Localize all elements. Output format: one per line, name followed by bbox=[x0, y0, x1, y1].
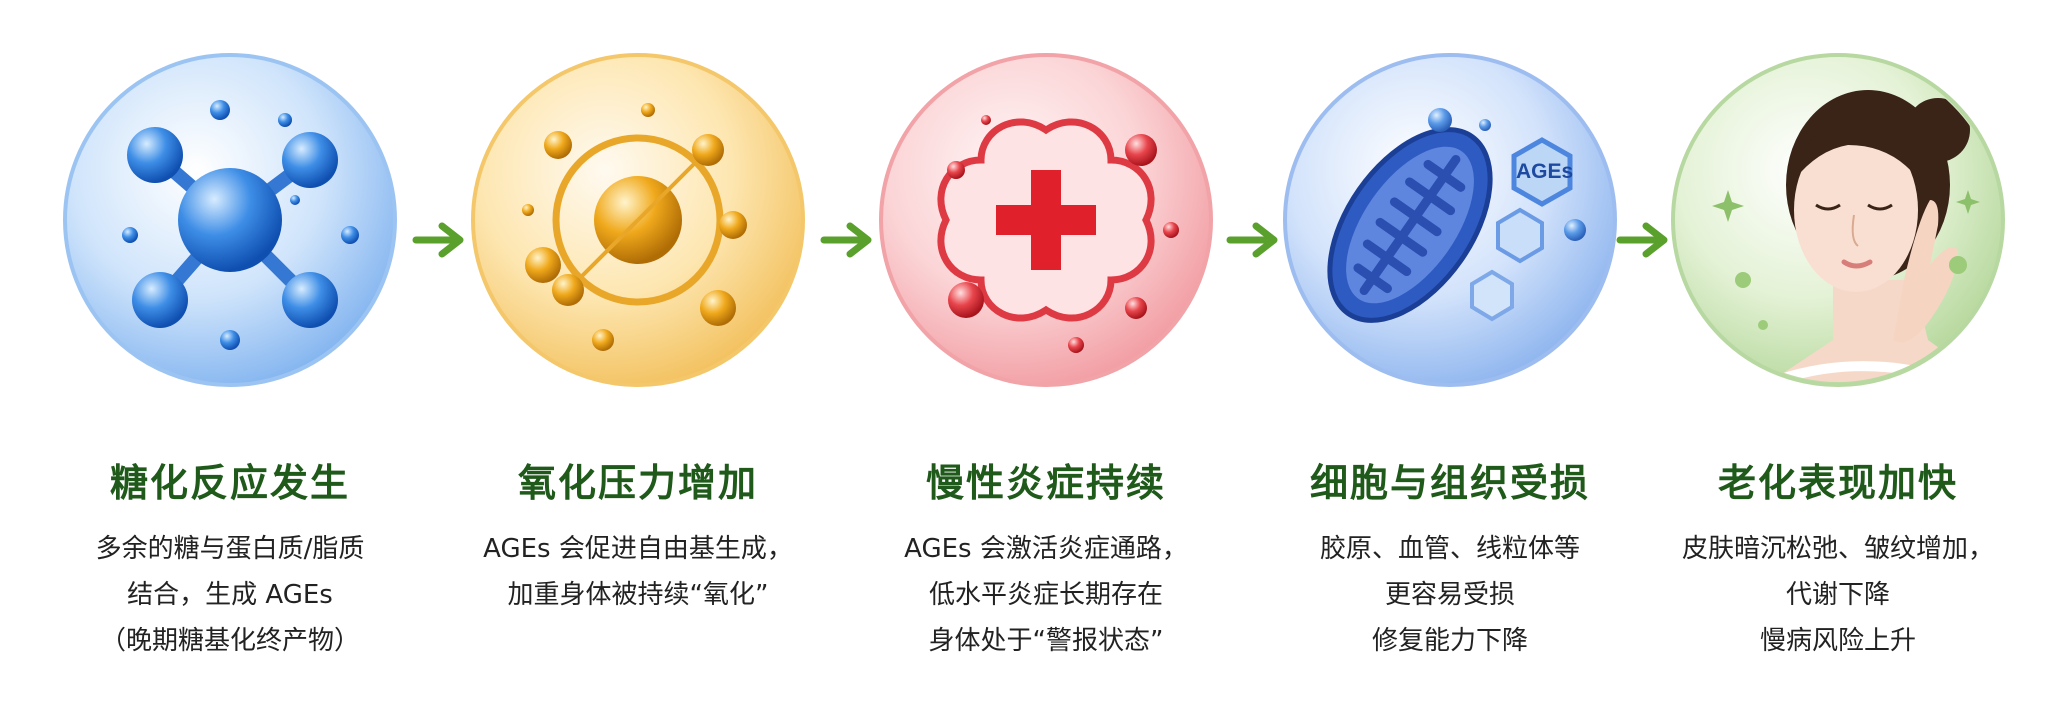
arrow-right-icon bbox=[820, 220, 874, 260]
stage-description: 多余的糖与蛋白质/脂质 结合，生成 AGEs （晚期糖基化终产物） bbox=[30, 526, 430, 664]
description-line: 更容易受损 bbox=[1384, 580, 1515, 610]
description-line: 代谢下降 bbox=[1785, 580, 1890, 610]
inflammation-cross-icon bbox=[879, 53, 1213, 387]
description-line: 修复能力下降 bbox=[1371, 626, 1528, 656]
description-line: 皮肤暗沉松弛、皱纹增加， bbox=[1681, 534, 1994, 564]
free-radical-icon bbox=[471, 53, 805, 387]
stage-description: 皮肤暗沉松弛、皱纹增加， 代谢下降 慢病风险上升 bbox=[1638, 526, 2038, 664]
arrow-right-icon bbox=[1616, 220, 1670, 260]
orb-gold bbox=[468, 50, 808, 390]
orb-green bbox=[1668, 50, 2008, 390]
mitochondria-icon bbox=[1283, 53, 1617, 387]
face-icon bbox=[1671, 53, 2005, 387]
stage-title: 糖化反应发生 bbox=[109, 461, 350, 505]
stage-aging-signs: 老化表现加快 皮肤暗沉松弛、皱纹增加， 代谢下降 慢病风险上升 bbox=[1638, 40, 2038, 700]
stage-title: 氧化压力增加 bbox=[517, 461, 758, 505]
description-line: 身体处于“警报状态” bbox=[928, 626, 1164, 656]
description-line: 低水平炎症长期存在 bbox=[928, 580, 1163, 610]
stage-oxidation: 氧化压力增加 AGEs 会促进自由基生成， 加重身体被持续“氧化” bbox=[438, 40, 838, 700]
stage-title: 老化表现加快 bbox=[1717, 461, 1958, 505]
description-line: AGEs 会促进自由基生成， bbox=[483, 534, 793, 564]
ages-badge: AGEs bbox=[1516, 160, 1574, 183]
description-line: AGEs 会激活炎症通路， bbox=[904, 534, 1188, 564]
description-line: 多余的糖与蛋白质/脂质 bbox=[95, 534, 365, 564]
arrow-right-icon bbox=[1226, 220, 1280, 260]
description-line: 加重身体被持续“氧化” bbox=[507, 580, 769, 610]
stage-description: 胶原、血管、线粒体等 更容易受损 修复能力下降 bbox=[1250, 526, 1650, 664]
arrow-right-icon bbox=[412, 220, 466, 260]
orb-blue: AGEs bbox=[1280, 50, 1620, 390]
stage-cell-damage: AGEs 细胞与组织受损 胶原、血管、线粒体等 更容易受损 修复能力下降 bbox=[1250, 40, 1650, 700]
stage-inflammation: 慢性炎症持续 AGEs 会激活炎症通路， 低水平炎症长期存在 身体处于“警报状态… bbox=[846, 40, 1246, 700]
description-line: 结合，生成 AGEs bbox=[127, 580, 333, 610]
description-line: （晚期糖基化终产物） bbox=[99, 626, 360, 656]
stage-title: 细胞与组织受损 bbox=[1309, 461, 1590, 505]
description-line: 慢病风险上升 bbox=[1759, 626, 1916, 656]
stage-description: AGEs 会激活炎症通路， 低水平炎症长期存在 身体处于“警报状态” bbox=[846, 526, 1246, 664]
stage-title: 慢性炎症持续 bbox=[925, 461, 1166, 505]
description-line: 胶原、血管、线粒体等 bbox=[1319, 534, 1580, 564]
orb-red bbox=[876, 50, 1216, 390]
orb-blue bbox=[60, 50, 400, 390]
stage-description: AGEs 会促进自由基生成， 加重身体被持续“氧化” bbox=[438, 526, 838, 618]
molecule-icon bbox=[63, 53, 397, 387]
stage-glycation: 糖化反应发生 多余的糖与蛋白质/脂质 结合，生成 AGEs （晚期糖基化终产物） bbox=[30, 40, 430, 700]
